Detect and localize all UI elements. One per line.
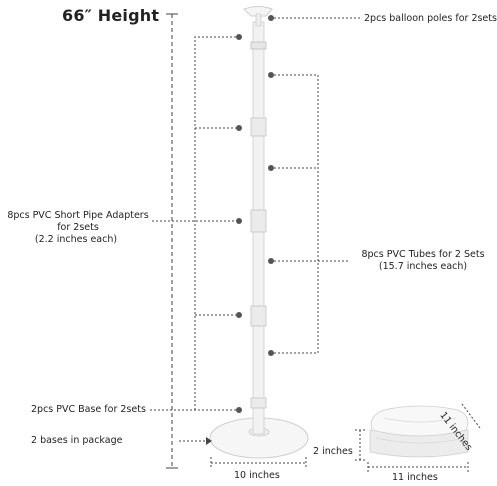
base-width-dimension bbox=[210, 457, 307, 469]
package-box bbox=[369, 405, 469, 458]
pole-joint bbox=[250, 209, 267, 233]
balloon-stick bbox=[255, 13, 262, 27]
label-base: 2pcs PVC Base for 2sets bbox=[31, 404, 146, 415]
right-leaders bbox=[274, 17, 360, 354]
balloon-cup bbox=[243, 6, 273, 17]
left-leaders bbox=[150, 36, 236, 442]
callout-dot bbox=[236, 312, 242, 318]
callout-dot bbox=[268, 72, 274, 78]
package-box-fold bbox=[383, 417, 457, 423]
label-package-height: 2 inches bbox=[313, 446, 353, 457]
callout-dot bbox=[268, 258, 274, 264]
callout-dot bbox=[236, 407, 242, 413]
package-arrow-head bbox=[206, 437, 212, 445]
callout-dot bbox=[268, 15, 274, 21]
package-height-dimension bbox=[355, 429, 365, 461]
callout-dot bbox=[236, 125, 242, 131]
package-width-dimension bbox=[367, 462, 469, 472]
callout-dot bbox=[236, 218, 242, 224]
pole-joint bbox=[250, 117, 267, 137]
pole-joint bbox=[250, 305, 267, 327]
package-box-fold bbox=[375, 437, 465, 444]
diagram-title: 66″ Height bbox=[62, 6, 160, 25]
label-tubes-line1: 8pcs PVC Tubes for 2 Sets bbox=[361, 249, 485, 260]
callout-dot bbox=[268, 350, 274, 356]
package-box-side bbox=[369, 429, 469, 458]
callout-dot bbox=[268, 165, 274, 171]
callout-dots bbox=[236, 15, 274, 413]
label-balloon-poles: 2pcs balloon poles for 2sets bbox=[364, 13, 497, 24]
callout-dot bbox=[236, 34, 242, 40]
label-tubes-line2: (15.7 inches each) bbox=[378, 261, 468, 272]
label-adapters-line1: 8pcs PVC Short Pipe Adapters bbox=[7, 210, 149, 221]
label-base-width: 10 inches bbox=[234, 470, 280, 481]
pole-joint bbox=[250, 397, 267, 409]
package-box-top bbox=[370, 405, 469, 437]
label-adapters-line3: (2.2 inches each) bbox=[34, 234, 118, 245]
label-adapters-line2: for 2sets bbox=[57, 222, 99, 233]
package-depth-dimension bbox=[461, 403, 481, 429]
pole-joint bbox=[250, 41, 267, 50]
label-bases-package: 2 bases in package bbox=[31, 435, 123, 446]
label-package-width: 11 inches bbox=[392, 472, 438, 483]
